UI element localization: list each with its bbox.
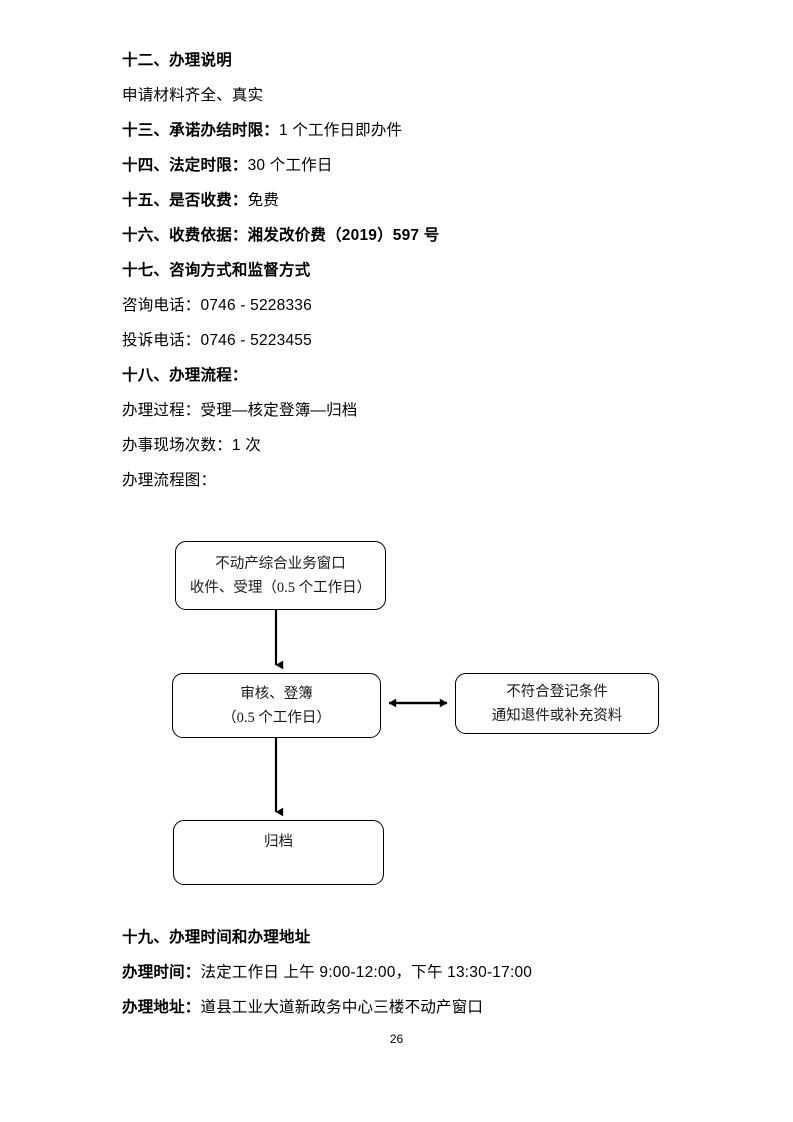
section-value-13: 1 个工作日即办件 (279, 122, 403, 139)
flow-node-review-line1: 审核、登簿 (240, 685, 313, 702)
office-hours-value: 法定工作日 上午 9:00-12:00，下午 13:30-17:00 (200, 964, 533, 981)
section-heading-17: 十七、咨询方式和监督方式 (122, 262, 311, 279)
section-label-14: 十四、法定时限： (122, 157, 248, 174)
flow-node-intake-line1: 不动产综合业务窗口 (215, 555, 346, 572)
document-text-footer-block: 十九、办理时间和办理地址 办理时间：法定工作日 上午 9:00-12:00，下午… (122, 920, 682, 1025)
page-number: 26 (389, 1032, 404, 1046)
section-value-14: 30 个工作日 (247, 157, 333, 174)
section-value-15: 免费 (247, 192, 280, 209)
flow-node-reject-line1: 不符合登记条件 (506, 683, 608, 700)
flow-node-review: 审核、登簿 （0.5 个工作日） (172, 673, 381, 738)
office-address-label: 办理地址： (122, 999, 201, 1016)
section-line-15: 十五、是否收费：免费 (122, 183, 682, 218)
office-address-line: 办理地址：道县工业大道新政务中心三楼不动产窗口 (122, 990, 682, 1025)
section-body-12: 申请材料齐全、真实 (122, 87, 264, 104)
office-address-value: 道县工业大道新政务中心三楼不动产窗口 (200, 999, 484, 1016)
section-heading-19: 十九、办理时间和办理地址 (122, 929, 311, 946)
flow-node-review-line2: （0.5 个工作日） (222, 709, 331, 726)
section-label-15: 十五、是否收费： (122, 192, 248, 209)
section-heading-18: 十八、办理流程： (122, 367, 248, 384)
complaint-phone-line: 投诉电话：0746 - 5223455 (122, 332, 312, 349)
section-line-14: 十四、法定时限：30 个工作日 (122, 148, 682, 183)
flow-node-archive-line1: 归档 (264, 834, 293, 850)
section-label-13: 十三、承诺办结时限： (122, 122, 280, 139)
document-text-body: 十二、办理说明 申请材料齐全、真实 十三、承诺办结时限：1 个工作日即办件 十四… (122, 43, 682, 498)
flowchart-caption: 办理流程图： (122, 472, 217, 489)
onsite-visits-line: 办事现场次数：1 次 (122, 437, 261, 454)
section-line-16: 十六、收费依据：湘发改价费（2019）597 号 (122, 227, 440, 244)
office-hours-label: 办理时间： (122, 964, 201, 981)
section-heading-12: 十二、办理说明 (122, 52, 232, 69)
consult-phone-line: 咨询电话：0746 - 5228336 (122, 297, 312, 314)
flow-node-reject-line2: 通知退件或补充资料 (491, 707, 623, 724)
office-hours-line: 办理时间：法定工作日 上午 9:00-12:00，下午 13:30-17:00 (122, 955, 682, 990)
flow-node-archive: 归档 (173, 820, 384, 885)
flow-node-intake-line2: 收件、受理（0.5 个工作日） (189, 579, 372, 596)
flow-node-intake: 不动产综合业务窗口 收件、受理（0.5 个工作日） (175, 541, 386, 610)
section-line-13: 十三、承诺办结时限：1 个工作日即办件 (122, 113, 682, 148)
process-steps-line: 办理过程：受理—核定登簿—归档 (122, 402, 358, 419)
flow-node-reject: 不符合登记条件 通知退件或补充资料 (455, 673, 659, 734)
